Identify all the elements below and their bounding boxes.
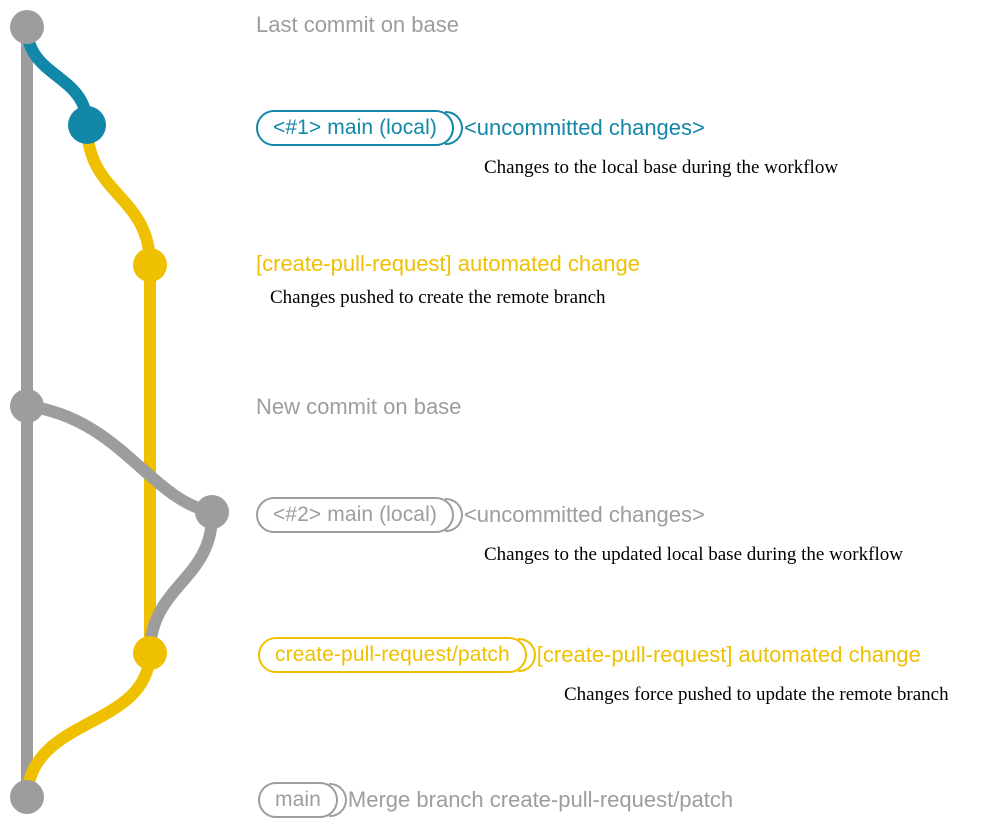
annotation-local-commit-1: <#1> main (local) <uncommitted changes> … (256, 110, 838, 177)
merge-line (21, 647, 156, 803)
branch-pill-main[interactable]: main (258, 782, 347, 818)
headline-new-commit-on-base: New commit on base (256, 394, 462, 419)
annotation-row: main Merge branch create-pull-request/pa… (258, 782, 733, 818)
annotation-last-commit-on-base: Last commit on base (256, 14, 459, 36)
annotation-merge-commit: main Merge branch create-pull-request/pa… (258, 782, 733, 818)
local-branch-line-2 (21, 400, 218, 518)
annotation-row: Last commit on base (256, 14, 459, 36)
patch-branch-line-1 (81, 119, 156, 271)
commit-node-last-commit-on-base[interactable] (10, 10, 44, 44)
annotation-patch-commit-2: create-pull-request/patch [create-pull-r… (258, 637, 949, 704)
branch-pill-label: <#1> main (local) (256, 110, 454, 146)
annotation-row: [create-pull-request] automated change (256, 253, 640, 275)
subline-patch-commit-1: Changes pushed to create the remote bran… (270, 287, 606, 308)
headline-local-commit-2: <uncommitted changes> (463, 502, 705, 527)
commit-node-local-commit-2[interactable] (195, 495, 229, 529)
commit-node-new-commit-on-base[interactable] (10, 389, 44, 423)
headline-merge-commit: Merge branch create-pull-request/patch (347, 787, 734, 812)
branch-pill-local-2[interactable]: <#2> main (local) (256, 497, 463, 533)
commit-node-merge-commit[interactable] (10, 780, 44, 814)
headline-last-commit-on-base: Last commit on base (256, 12, 459, 37)
branch-pill-local-1[interactable]: <#1> main (local) (256, 110, 463, 146)
headline-patch-commit-1: [create-pull-request] automated change (256, 251, 641, 276)
commit-node-patch-commit-2[interactable] (133, 636, 167, 670)
annotation-row: <#1> main (local) <uncommitted changes> (256, 110, 838, 146)
annotation-new-commit-on-base: New commit on base (256, 396, 461, 418)
branch-pill-label: main (258, 782, 338, 818)
commit-node-patch-commit-1[interactable] (133, 248, 167, 282)
annotation-row: New commit on base (256, 396, 461, 418)
annotation-patch-commit-1: [create-pull-request] automated change C… (256, 253, 640, 308)
subline-patch-commit-2: Changes force pushed to update the remot… (564, 684, 949, 705)
subline-local-commit-1: Changes to the local base during the wor… (484, 157, 839, 178)
local-to-patch-line (144, 506, 219, 659)
commit-node-local-commit-1[interactable] (68, 106, 106, 144)
annotation-local-commit-2: <#2> main (local) <uncommitted changes> … (256, 497, 903, 564)
branch-pill-label: create-pull-request/patch (258, 637, 527, 673)
branch-pill-patch[interactable]: create-pull-request/patch (258, 637, 536, 673)
annotation-row: create-pull-request/patch [create-pull-r… (258, 637, 949, 673)
branch-pill-label: <#2> main (local) (256, 497, 454, 533)
headline-patch-commit-2: [create-pull-request] automated change (536, 642, 921, 667)
annotation-row: <#2> main (local) <uncommitted changes> (256, 497, 903, 533)
subline-local-commit-2: Changes to the updated local base during… (484, 544, 903, 565)
headline-local-commit-1: <uncommitted changes> (463, 115, 705, 140)
